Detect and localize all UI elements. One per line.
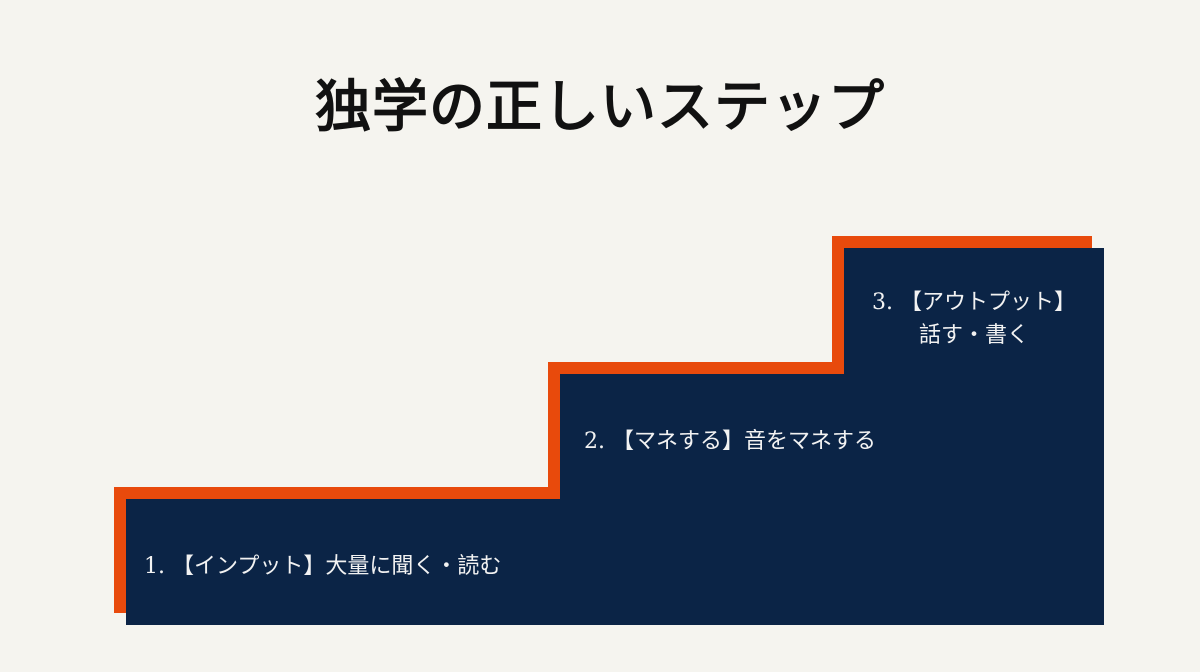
step-3-label: 3. 【アウトプット】 話す・書く (844, 286, 1104, 352)
step-1-label: 1. 【インプット】大量に聞く・読む (144, 554, 502, 579)
step-3-label-line2: 話す・書く (918, 323, 1029, 348)
page-title: 独学の正しいステップ (315, 75, 885, 140)
step-3-label-line1: 3. 【アウトプット】 (872, 290, 1076, 315)
step-2-label: 2. 【マネする】音をマネする (584, 429, 876, 454)
staircase-fill (126, 248, 1104, 625)
